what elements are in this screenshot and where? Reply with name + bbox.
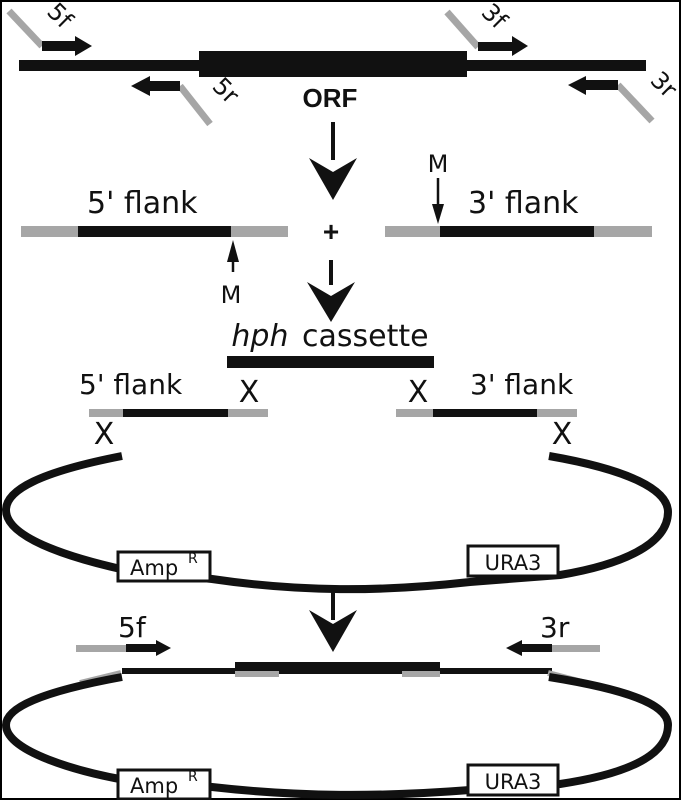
crossover-x-1: X [239,375,260,410]
right-flank-label: 3' flank [468,186,579,221]
ura3-label-2: URA3 [485,770,542,794]
primer-3r-2 [506,640,600,656]
primer-3f-label: 3f [476,0,513,35]
cassette-name-label: cassette [302,319,429,354]
left-flank-amplicon-2 [89,409,268,417]
primer-5r-arrow [131,76,180,96]
ura3-label-1: URA3 [485,551,542,575]
orf-block [199,51,467,77]
amp-superscript-2: R [188,769,198,785]
hph-cassette-bar [227,356,434,368]
amp-superscript-1: R [188,551,198,567]
primer-3r-label: 3r [645,66,681,104]
amp-marker-box-1: Amp R [116,550,212,583]
right-flank-amplicon-2 [396,409,577,417]
primer-5r-label: 5r [207,72,245,110]
primer-5f-label: 5f [42,0,79,34]
primer-3r-arrow [568,76,618,95]
primer-3f-arrow [478,36,528,56]
amp-marker-box-2: Amp R [116,768,212,800]
plasmid-backbone-2 [1,673,673,799]
right-flank-label-2: 3' flank [470,368,574,401]
marker-arrow-right [432,178,444,224]
plus-sign: + [323,216,339,247]
right-flank-amplicon [385,226,652,237]
ura3-marker-box-1: URA3 [466,544,560,578]
marker-m-left: M [221,281,242,309]
primer-3r: 3r [568,66,681,124]
left-flank-label: 5' flank [87,186,198,221]
crossover-x-3: X [94,417,115,452]
crossover-x-4: X [552,417,573,452]
marker-arrow-left [227,240,239,272]
primer-5f: 5f [6,0,92,56]
primer-5r: 5r [131,72,245,127]
amp-label-2: Amp [130,774,178,798]
primer-5f-2 [76,640,171,656]
upstream-region [19,60,199,71]
left-flank-label-2: 5' flank [79,368,183,401]
orf-label: ORF [303,83,358,113]
primer-3r-tail [615,82,655,124]
cassette-hph-label: hph [231,319,288,354]
primer-5f-arrow [42,36,92,56]
integrated-insert [122,662,552,677]
primer-3r-label-2: 3r [540,611,570,644]
process-arrow-3 [309,585,357,652]
primer-3f: 3f [444,0,528,56]
genomic-locus [19,51,646,77]
primer-3f-tail [444,9,481,50]
process-arrow-2 [307,260,355,322]
cassette-label: hph cassette [231,319,428,354]
amp-label-1: Amp [130,556,178,580]
plasmid-backbone-1 [1,452,673,594]
ura3-marker-box-2: URA3 [466,763,560,797]
crossover-x-2: X [408,375,429,410]
primer-5f-label-2: 5f [118,611,147,644]
marker-m-right: M [428,150,449,178]
primer-5f-tail [6,8,45,49]
primer-5r-tail [177,83,213,127]
process-arrow-1 [309,122,357,200]
left-flank-amplicon [21,226,288,237]
downstream-region [467,60,646,71]
